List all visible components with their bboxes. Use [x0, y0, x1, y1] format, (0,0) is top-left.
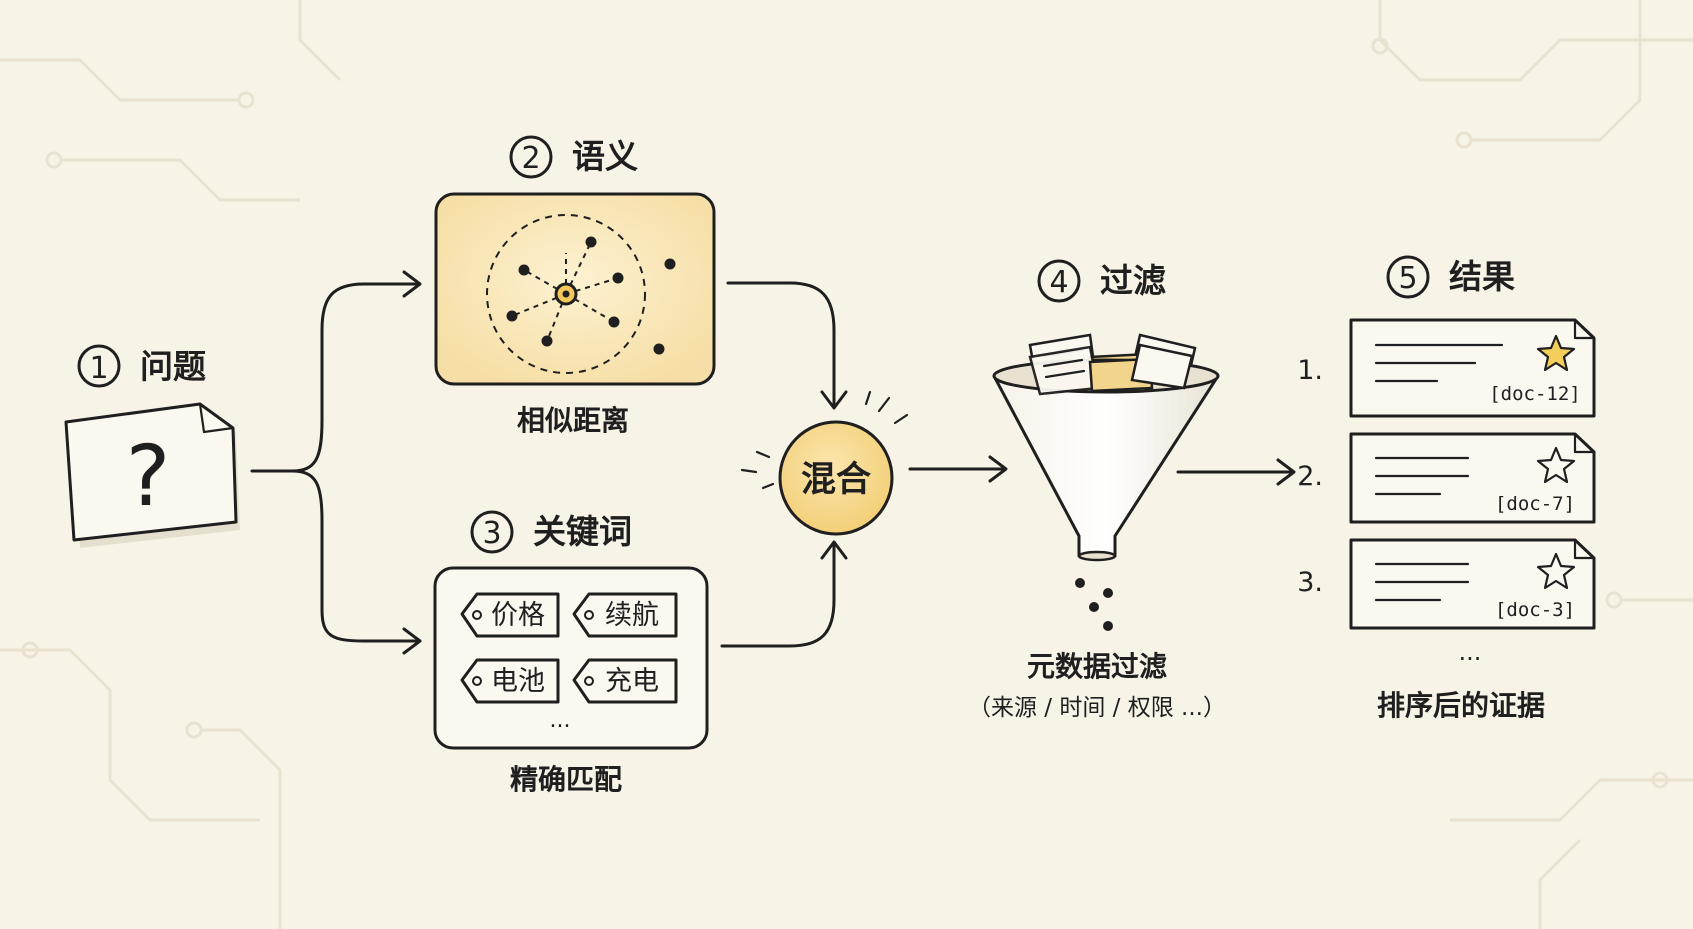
results-more-indicator: ...	[1459, 638, 1482, 666]
keyword-tag: 充电	[572, 658, 678, 704]
star-outline-icon	[1536, 446, 1576, 484]
result-rank: 1.	[1297, 355, 1323, 386]
keyword-caption: 精确匹配	[510, 763, 622, 796]
semantic-caption: 相似距离	[517, 404, 629, 437]
step-1-header: 1 问题	[77, 344, 206, 388]
blend-label: 混合	[801, 460, 871, 500]
funnel-icon	[992, 333, 1220, 631]
star-filled-icon	[1536, 334, 1576, 372]
sparkle-lines	[740, 390, 909, 490]
result-item: 1. [doc-12]	[1297, 318, 1596, 418]
result-item: 2. [doc-7]	[1297, 432, 1596, 524]
result-doc-id: [doc-12]	[1489, 383, 1581, 405]
results-caption: 排序后的证据	[1377, 689, 1545, 722]
keyword-tag-label: 充电	[605, 666, 659, 697]
step-1-number: 1	[89, 351, 108, 386]
result-doc-id: [doc-7]	[1495, 493, 1575, 515]
result-doc-id: [doc-3]	[1495, 599, 1575, 621]
step-5-title: 结果	[1449, 257, 1515, 296]
step-5-number: 5	[1398, 261, 1417, 296]
keyword-tag-label: 续航	[605, 600, 659, 631]
step-2-title: 语义	[572, 137, 638, 176]
step-3-header: 3 关键词	[470, 510, 632, 554]
step-3-badge	[470, 510, 514, 554]
step-1-title: 问题	[140, 347, 206, 386]
question-mark-icon: ?	[126, 427, 171, 525]
step-3-number: 3	[482, 516, 501, 551]
step-2-number: 2	[521, 141, 540, 176]
step-4-number: 4	[1049, 265, 1068, 300]
step-filter: 4 过滤 元数据过滤 （来源 / 时间 / 权限 ...）	[968, 259, 1226, 721]
arrow-to-results	[1176, 458, 1296, 486]
branch-connectors	[250, 270, 422, 655]
step-results: 5 结果 1. [doc-12] 2. [doc-7] 3.	[1297, 255, 1596, 722]
star-outline-icon	[1536, 552, 1576, 590]
result-item: 3. [doc-3]	[1297, 538, 1596, 630]
result-rank: 3.	[1297, 567, 1323, 598]
arrow-to-filter	[908, 455, 1008, 483]
step-question: 1 问题 ?	[64, 344, 240, 548]
filter-subcaption: （来源 / 时间 / 权限 ...）	[968, 695, 1226, 721]
keyword-tag-label: 价格	[491, 600, 545, 631]
keyword-tag: 电池	[460, 658, 560, 704]
vector-space-icon	[486, 214, 676, 374]
step-semantic: 2 语义	[434, 135, 716, 437]
blend-circle	[778, 420, 894, 536]
step-keyword: 3 关键词 价格 续航 电池 充电 ... 精确匹配	[433, 510, 709, 796]
step-2-badge	[509, 135, 553, 179]
blend-connectors	[720, 281, 848, 648]
keyword-tag: 价格	[460, 592, 560, 638]
keyword-tag: 续航	[572, 592, 678, 638]
keyword-tag-label: 电池	[491, 666, 545, 697]
result-rank: 2.	[1297, 461, 1323, 492]
step-4-header: 4 过滤	[1037, 259, 1166, 303]
blend-node: 混合	[740, 390, 909, 536]
step-1-badge	[77, 344, 121, 388]
step-4-badge	[1037, 259, 1081, 303]
question-card	[64, 402, 240, 548]
step-3-title: 关键词	[533, 512, 632, 551]
filter-caption: 元数据过滤	[1027, 650, 1167, 683]
step-4-title: 过滤	[1100, 261, 1166, 300]
keyword-more-indicator: ...	[550, 708, 571, 733]
step-5-header: 5 结果	[1386, 255, 1515, 299]
step-5-badge	[1386, 255, 1430, 299]
step-2-header: 2 语义	[509, 135, 638, 179]
